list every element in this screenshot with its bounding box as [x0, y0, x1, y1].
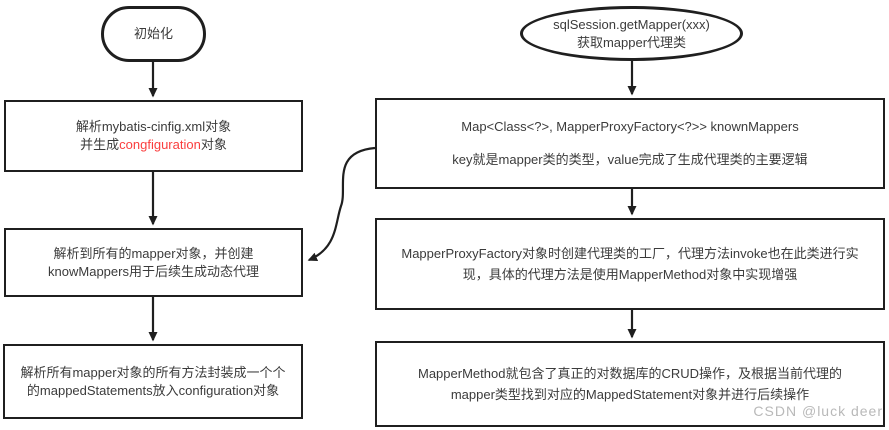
step-mappermethod-crud-line-2: mapper类型找到对应的MappedStatement对象并进行后续操作	[450, 386, 810, 402]
step-knownmappers-map-line-2: key就是mapper类的类型，value完成了生成代理类的主要逻辑	[452, 152, 808, 167]
step-parse-config-line-2: 并生成congfiguration对象	[80, 136, 227, 154]
step-mapperproxyfactory: MapperProxyFactory对象时创建代理类的工厂，代理方法invoke…	[375, 218, 885, 310]
step-mappermethod-crud: MapperMethod就包含了真正的对数据库的CRUD操作，及根据当前代理的 …	[375, 341, 885, 427]
start-node-getmapper: sqlSession.getMapper(xxx) 获取mapper代理类	[520, 6, 743, 61]
getmapper-line-1: sqlSession.getMapper(xxx)	[553, 16, 710, 32]
csdn-watermark: CSDN @luck deer	[753, 403, 883, 419]
arrow-r1-to-l2-curve	[307, 146, 376, 262]
step-parse-config-xml: 解析mybatis-cinfig.xml对象 并生成congfiguration…	[4, 100, 303, 172]
step-knownmappers-map-line-1: Map<Class<?>, MapperProxyFactory<?>> kno…	[461, 119, 799, 134]
getmapper-line-2: 获取mapper代理类	[576, 34, 687, 50]
step-knownmappers-map: Map<Class<?>, MapperProxyFactory<?>> kno…	[375, 98, 885, 189]
step-mapperproxyfactory-line-2: 现，具体的代理方法是使用MapperMethod对象中实现增强	[462, 266, 798, 282]
step-create-knowmappers-line-1: 解析到所有的mapper对象，并创建	[53, 245, 254, 261]
step-mappedstatements-line-1: 解析所有mapper对象的所有方法封装成一个个	[20, 364, 286, 380]
step-mappedstatements: 解析所有mapper对象的所有方法封装成一个个 的mappedStatement…	[3, 344, 303, 419]
step-parse-config-line-1: 解析mybatis-cinfig.xml对象	[75, 119, 232, 134]
step-create-knowmappers: 解析到所有的mapper对象，并创建 knowMappers用于后续生成动态代理	[4, 228, 303, 297]
step-mappermethod-crud-line-1: MapperMethod就包含了真正的对数据库的CRUD操作，及根据当前代理的	[418, 365, 842, 381]
step-create-knowmappers-line-2: knowMappers用于后续生成动态代理	[48, 263, 259, 279]
step-mappedstatements-line-2: 的mappedStatements放入configuration对象	[26, 382, 280, 398]
step-mapperproxyfactory-line-1: MapperProxyFactory对象时创建代理类的工厂，代理方法invoke…	[401, 245, 859, 261]
start-node-init: 初始化	[101, 6, 206, 62]
line2-suffix: 对象	[200, 137, 227, 152]
start-node-init-label: 初始化	[133, 26, 173, 41]
line2-prefix: 并生成	[80, 137, 120, 152]
line2-highlight-red: congfiguration	[119, 137, 201, 152]
